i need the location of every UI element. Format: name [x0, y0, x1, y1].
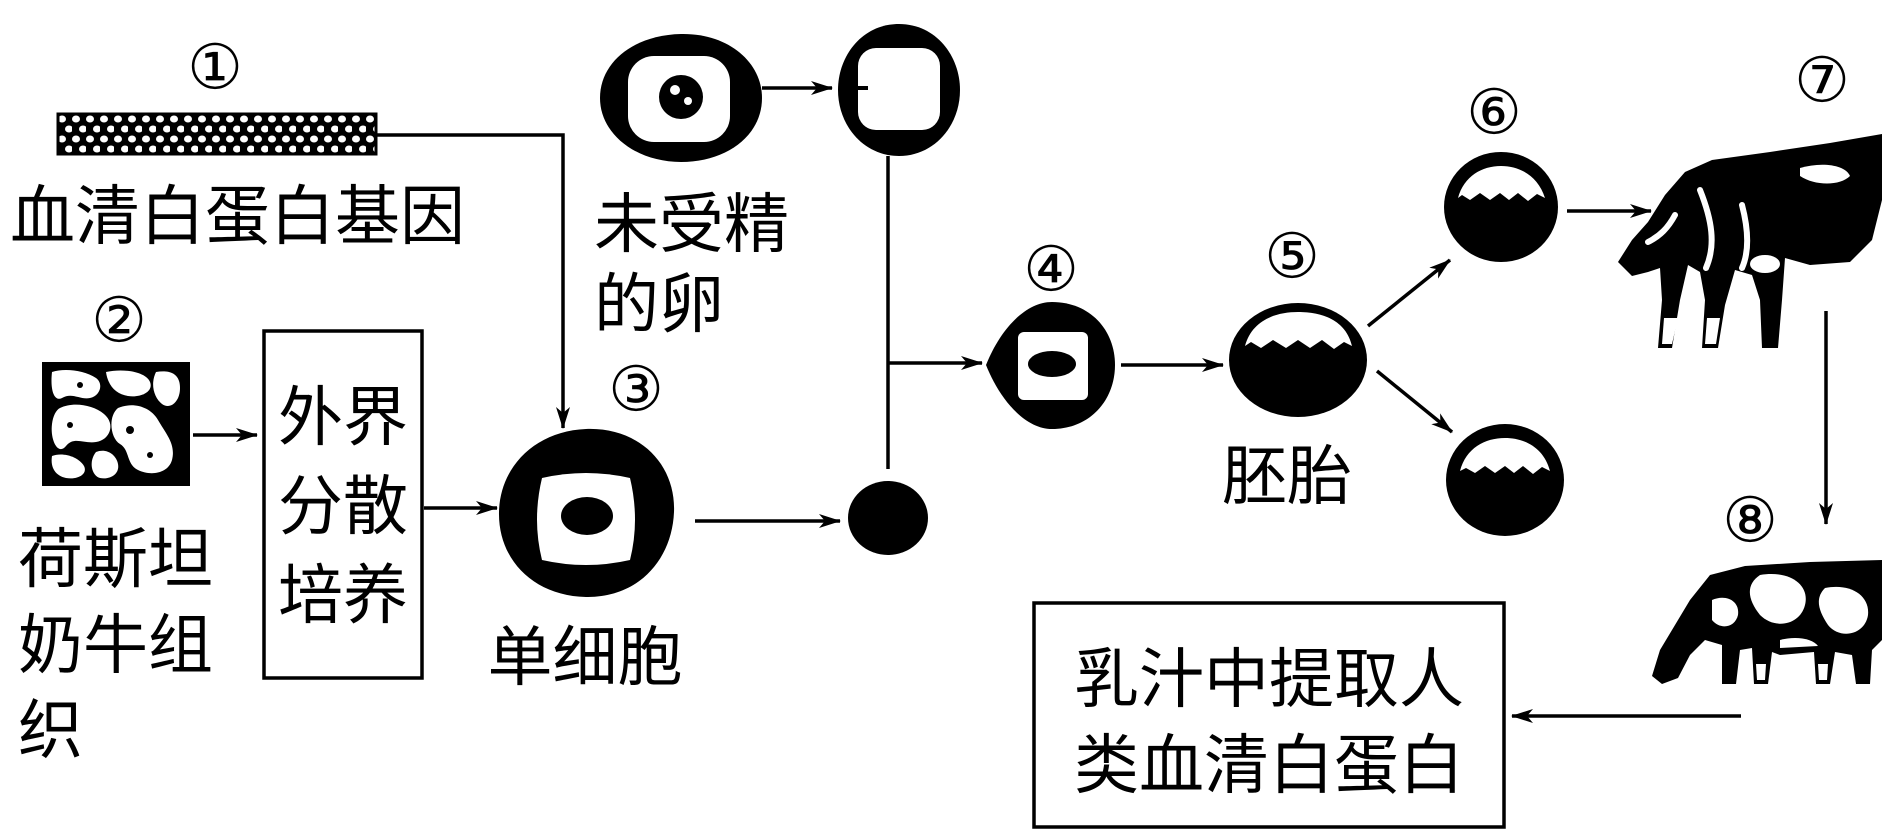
culture-label-line-1: 外界: [278, 381, 408, 456]
split-embryo-icon: [1446, 424, 1564, 536]
recipient-cow-icon: [1618, 134, 1882, 348]
result-label-line-2: 类血清白蛋白: [1074, 729, 1464, 804]
step-number-6: ⑥: [1466, 76, 1522, 149]
culture-label-line-2: 分散: [278, 470, 408, 545]
tissue-label-line-1: 荷斯坦: [18, 523, 213, 598]
result-box: [1032, 601, 1506, 829]
unfertilized-egg-icon: [600, 33, 762, 163]
step-number-4: ④: [1023, 233, 1079, 306]
egg-label-line-2: 的卵: [594, 268, 724, 343]
tissue-label-line-3: 织: [18, 694, 83, 769]
offspring-cow-icon: [1652, 560, 1882, 684]
arrow-embryo-to-split: [1375, 369, 1454, 434]
tissue-sample-icon: [42, 362, 190, 486]
step-number-7: ⑦: [1794, 44, 1850, 117]
transferred-embryo-icon: [1444, 152, 1558, 262]
enucleated-egg-icon: [838, 24, 960, 156]
culture-label-line-3: 培养: [278, 559, 408, 634]
culture-box: [262, 329, 424, 680]
embryo-label: 胚胎: [1222, 440, 1352, 515]
single-cell-icon: [498, 428, 675, 598]
gene-segment: [56, 112, 378, 156]
single-cell-label: 单细胞: [487, 621, 682, 696]
tissue-label-line-2: 奶牛组: [18, 609, 213, 684]
arrow-embryo-to-transfer: [1366, 258, 1452, 328]
step-number-8: ⑧: [1722, 484, 1778, 557]
result-label-line-1: 乳汁中提取人: [1074, 643, 1464, 718]
step-number-2: ②: [91, 284, 147, 357]
step-number-3: ③: [608, 353, 664, 426]
donor-nucleus-icon: [848, 481, 928, 555]
embryo-icon: [1229, 303, 1367, 417]
step-number-5: ⑤: [1264, 220, 1320, 293]
step-number-1: ①: [187, 31, 243, 104]
reconstructed-cell-icon: [986, 302, 1115, 429]
arrow-gene-to-cell: [376, 133, 570, 429]
egg-label-line-1: 未受精: [594, 188, 789, 263]
gene-label: 血清白蛋白基因: [10, 180, 465, 255]
